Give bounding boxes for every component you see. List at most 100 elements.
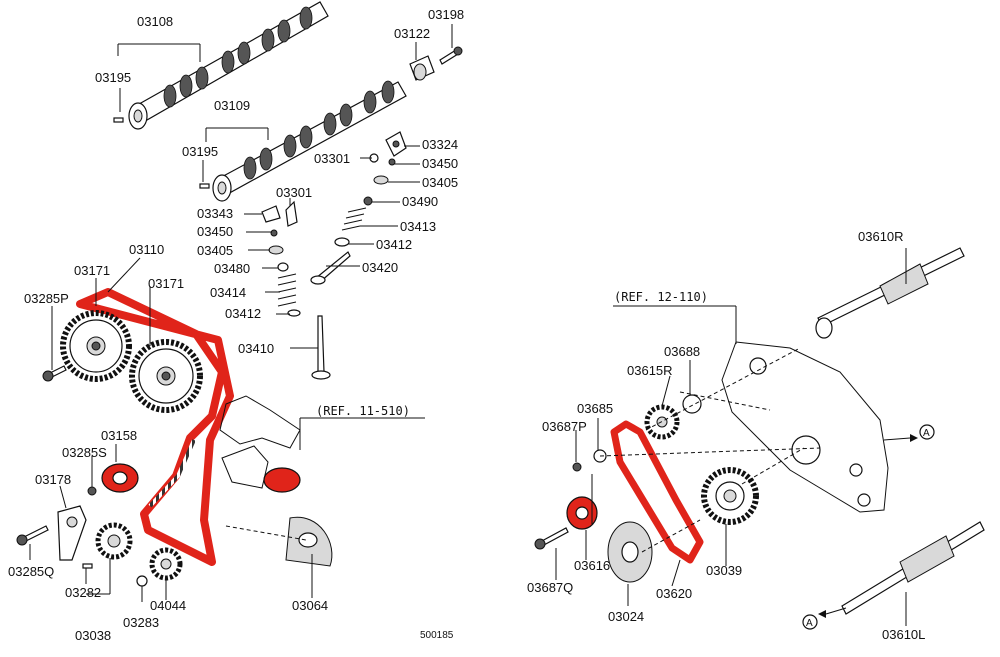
crank-sprocket-03038 xyxy=(95,522,133,560)
tensioner-pulley-03158 xyxy=(101,463,139,493)
bolt-03687Q xyxy=(534,527,569,550)
bolt-03285Q xyxy=(16,525,49,546)
key-03195-lower xyxy=(199,183,210,189)
valve-spring-03413 xyxy=(341,207,367,231)
cotter-03480 xyxy=(277,262,289,272)
label-03610L: 03610L xyxy=(882,627,925,642)
ref-12-110: (REF. 12-110) xyxy=(614,290,708,304)
label-03110: 03110 xyxy=(129,242,164,257)
label-03024: 03024 xyxy=(608,609,644,624)
label-03282: 03282 xyxy=(65,585,101,600)
label-03038: 03038 xyxy=(75,628,111,643)
label-03410: 03410 xyxy=(238,341,274,356)
balancer-shaft-03610L xyxy=(841,521,985,615)
label-03283: 03283 xyxy=(123,615,159,630)
tensioner-arm-03178 xyxy=(57,505,87,561)
label-03039: 03039 xyxy=(706,563,742,578)
label-03064: 03064 xyxy=(292,598,328,613)
label-03301-a: 03301 xyxy=(314,151,350,166)
label-03450-b: 03450 xyxy=(197,224,233,239)
label-03285P: 03285P xyxy=(24,291,69,306)
label-03685: 03685 xyxy=(577,401,613,416)
label-03405-a: 03405 xyxy=(422,175,458,190)
valve-03420 xyxy=(310,251,351,285)
label-03285S: 03285S xyxy=(62,445,107,460)
cam-sprocket-03171-left xyxy=(60,310,132,382)
label-03171-left: 03171 xyxy=(74,263,110,278)
label-03178: 03178 xyxy=(35,472,71,487)
washer-03283 xyxy=(136,575,148,587)
label-03480: 03480 xyxy=(214,261,250,276)
label-04044: 04044 xyxy=(150,598,186,613)
label-03324: 03324 xyxy=(422,137,458,152)
label-03158: 03158 xyxy=(101,428,137,443)
label-03412-b: 03412 xyxy=(225,306,261,321)
oil-pump-housing xyxy=(721,341,889,513)
label-03171-right: 03171 xyxy=(148,276,184,291)
timing-belt-03110 xyxy=(76,288,234,566)
label-03198: 03198 xyxy=(428,7,464,22)
bolt-03285S xyxy=(87,486,97,496)
camshaft-upper xyxy=(128,1,329,130)
callout-a-upper: A xyxy=(883,424,935,442)
label-03405-b: 03405 xyxy=(197,243,233,258)
rocker-arm-03343 xyxy=(261,205,281,223)
cotter-03490 xyxy=(363,196,373,206)
ref-11-510: (REF. 11-510) xyxy=(316,404,410,418)
label-03688: 03688 xyxy=(664,344,700,359)
adjust-screw-03301-b xyxy=(285,200,298,227)
label-03610R: 03610R xyxy=(858,229,904,244)
tensioner-pulley-03616 xyxy=(566,496,598,530)
key-03282 xyxy=(82,563,93,569)
cam-sensor-rotor xyxy=(409,55,435,81)
label-03343: 03343 xyxy=(197,206,233,221)
callout-a-upper-letter: A xyxy=(923,428,930,439)
label-03122: 03122 xyxy=(394,26,430,41)
auto-tensioner-assembly xyxy=(219,395,301,493)
callout-a-lower: A xyxy=(802,607,847,630)
label-03420: 03420 xyxy=(362,260,398,275)
camshaft-lower xyxy=(212,80,407,202)
idler-pulley-04044 xyxy=(149,547,183,581)
figure-code: 500185 xyxy=(420,630,454,641)
label-03109: 03109 xyxy=(214,98,250,113)
label-03414: 03414 xyxy=(210,285,246,300)
label-03620: 03620 xyxy=(656,586,692,601)
part-labels: 03108 03198 03122 03195 03109 03195 0332… xyxy=(8,7,925,643)
bolt-03198 xyxy=(439,46,463,65)
balancer-belt-03620 xyxy=(610,420,704,564)
spring-seat-03412-b xyxy=(287,309,301,317)
label-03301-b: 03301 xyxy=(276,185,312,200)
label-03195-upper: 03195 xyxy=(95,70,131,85)
retainer-03405 xyxy=(373,175,389,185)
valve-spring-03414 xyxy=(277,273,297,307)
leader-lines xyxy=(29,24,907,626)
nut-03450-b xyxy=(270,229,278,237)
bushing-03688 xyxy=(682,394,702,414)
nut-03450 xyxy=(388,158,396,166)
rocker-arm-03324 xyxy=(385,131,407,157)
retainer-03405-b xyxy=(268,245,284,255)
valve-03410 xyxy=(311,315,331,380)
crank-sprocket-flange-03024 xyxy=(607,521,653,583)
crank-sprocket-03039 xyxy=(701,467,759,525)
label-03285Q: 03285Q xyxy=(8,564,54,579)
label-03108: 03108 xyxy=(137,14,173,29)
cover-plate-03064 xyxy=(285,516,333,567)
cam-sprocket-03171-right xyxy=(129,339,203,413)
label-03412-a: 03412 xyxy=(376,237,412,252)
label-03490: 03490 xyxy=(402,194,438,209)
spring-seat-03412 xyxy=(334,237,350,247)
label-03413: 03413 xyxy=(400,219,436,234)
bolt-03687P xyxy=(572,462,582,472)
key-03195-upper xyxy=(113,117,124,123)
label-03616: 03616 xyxy=(574,558,610,573)
label-03687Q: 03687Q xyxy=(527,580,573,595)
label-03450-a: 03450 xyxy=(422,156,458,171)
callout-a-lower-letter: A xyxy=(806,618,813,629)
label-03687P: 03687P xyxy=(542,419,587,434)
balancer-shaft-03610R xyxy=(815,247,965,339)
label-03195-lower: 03195 xyxy=(182,144,218,159)
label-03615R: 03615R xyxy=(627,363,673,378)
